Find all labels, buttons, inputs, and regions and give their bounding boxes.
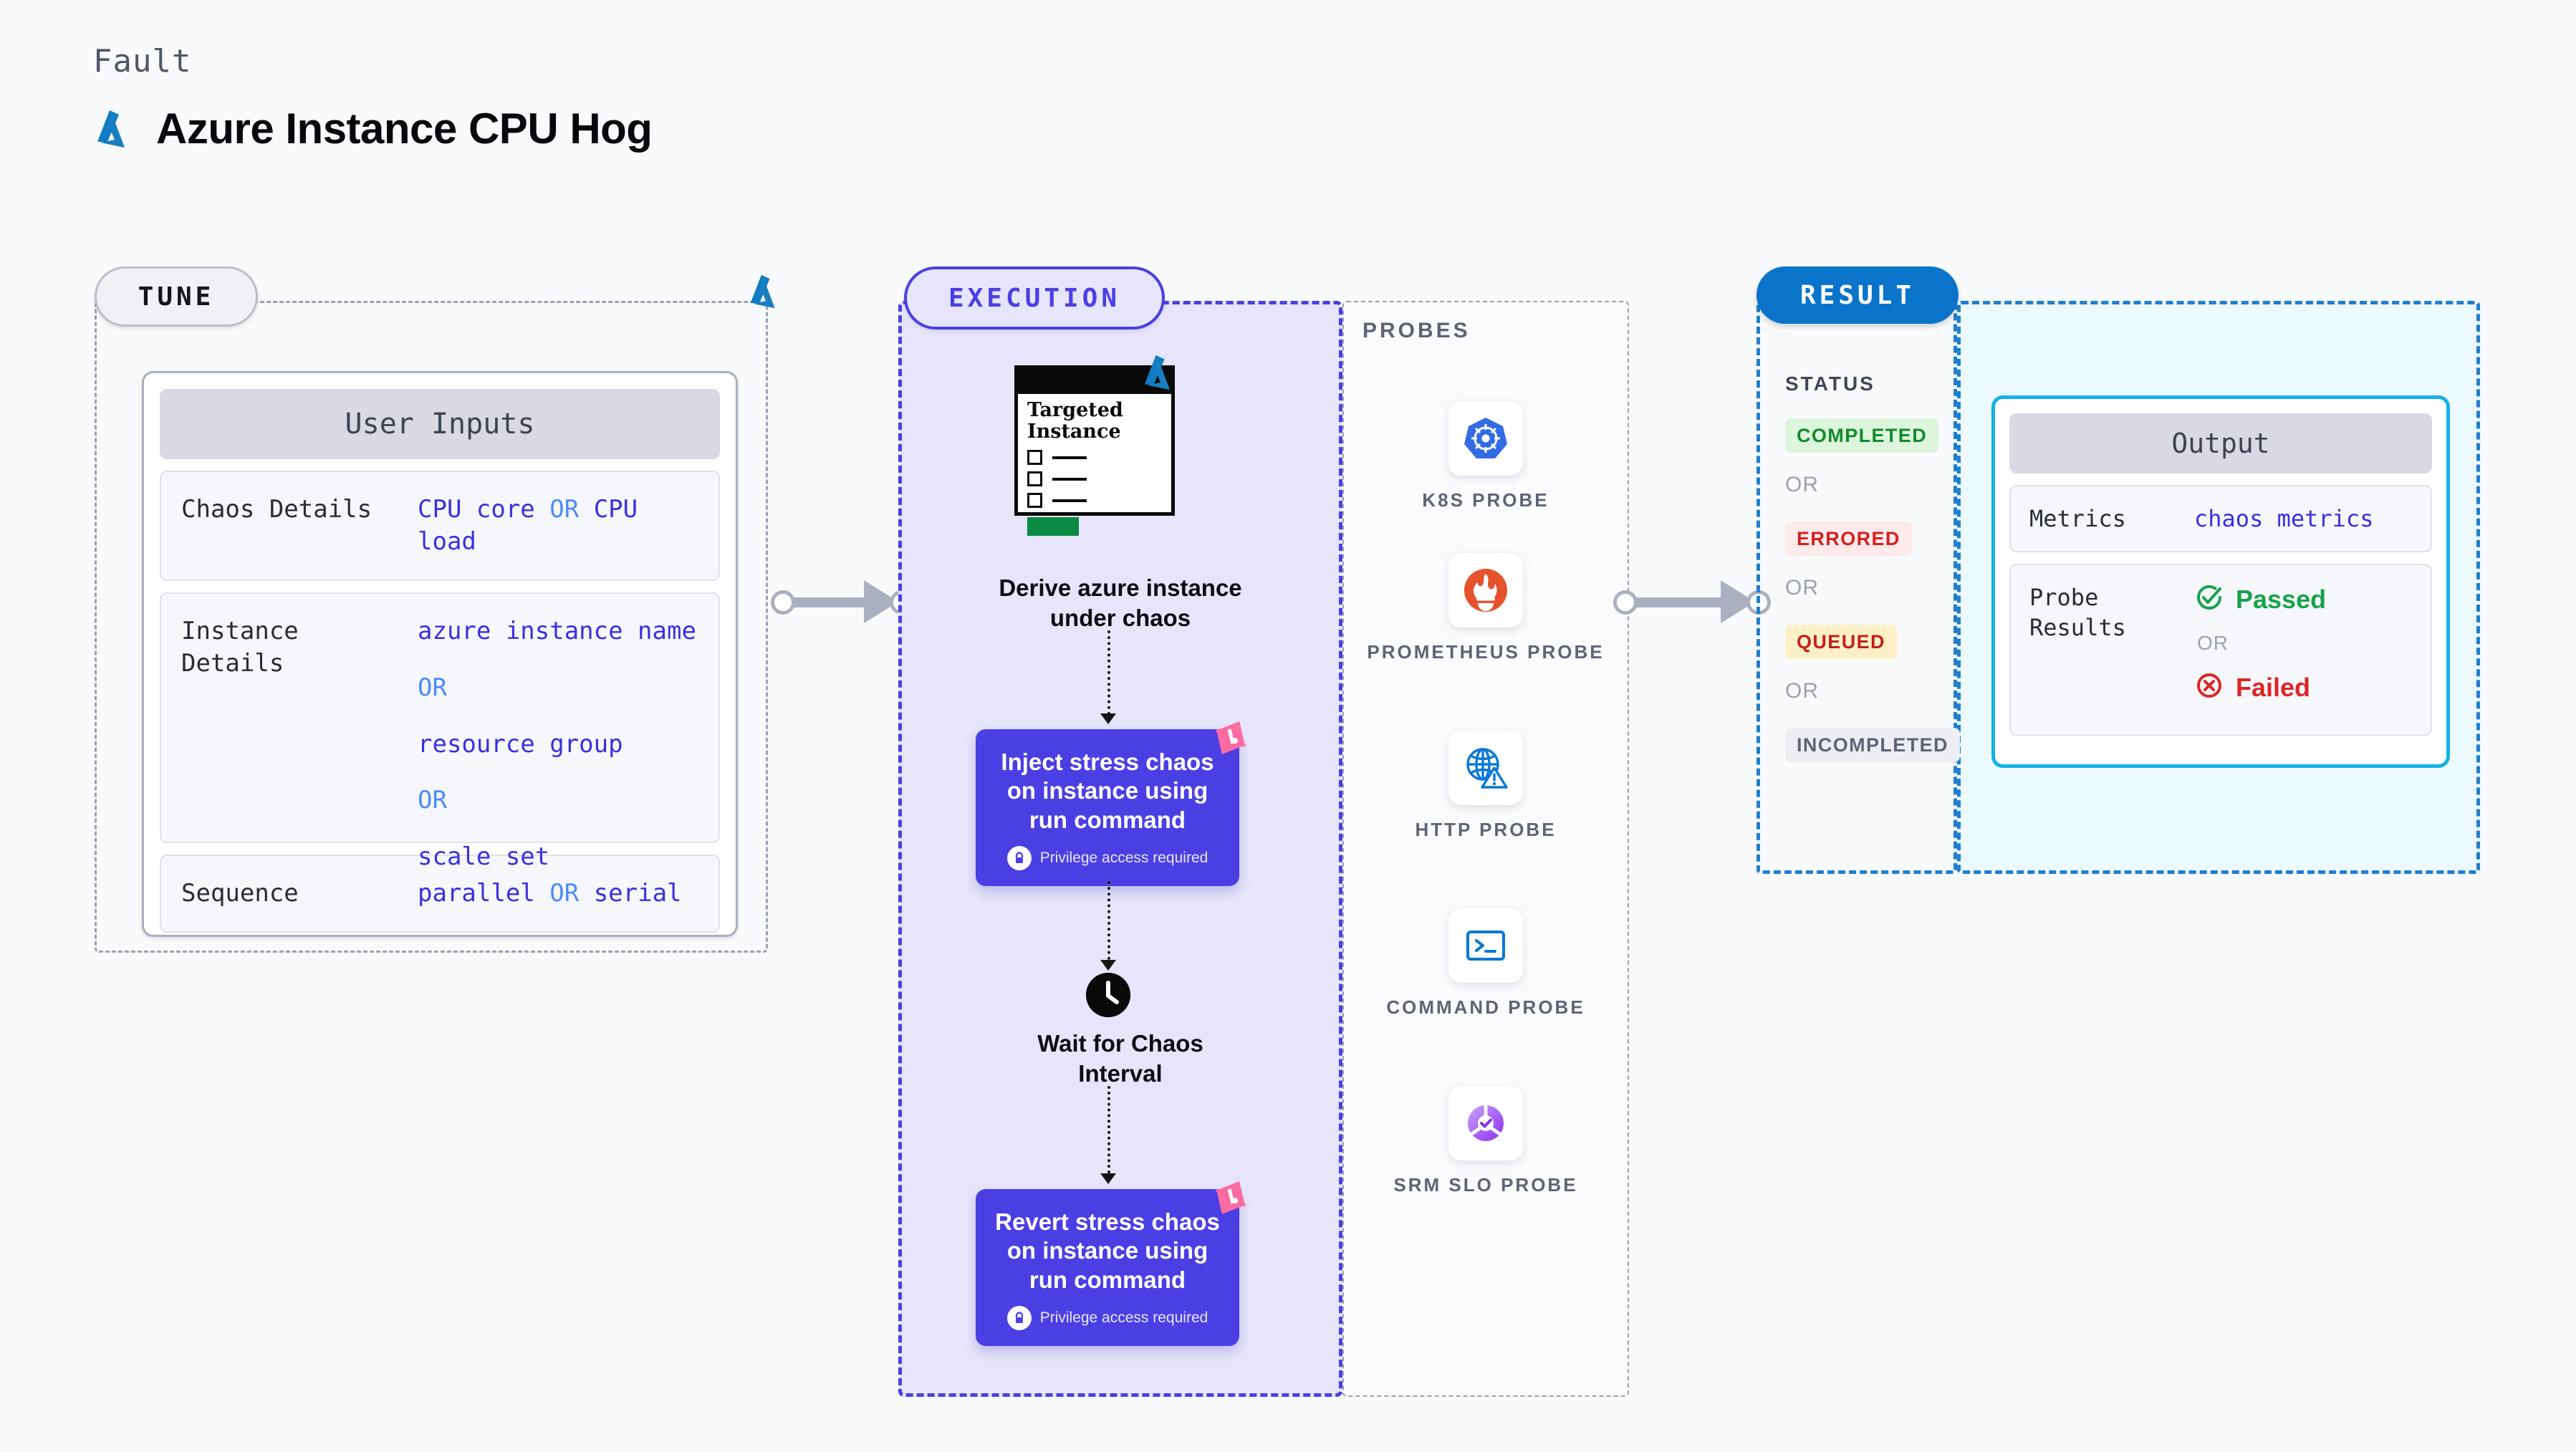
lock-icon [1006, 1305, 1032, 1330]
privilege-text: Privilege access required [1039, 849, 1208, 866]
probe-result-or: OR [2197, 632, 2229, 655]
probes-panel [1342, 301, 1629, 1397]
probe-result-passed: Passed [2194, 582, 2326, 616]
inject-step-card[interactable]: Inject stress chaos on instance using ru… [976, 721, 1247, 886]
value-cpu-load: CPU load [418, 495, 638, 556]
value-azure-instance-name: azure instance name [418, 616, 696, 645]
page-header: Fault Azure Instance CPU Hog [93, 43, 653, 153]
probe-item-prometheus[interactable]: PROMETHEUS PROBE [1342, 553, 1629, 665]
tune-row-sequence: Sequence parallel OR serial [160, 854, 720, 933]
probe-results-values: Passed OR Failed [2194, 582, 2326, 704]
tune-panel [95, 301, 768, 953]
tune-row-value: azure instance name OR resource group OR… [418, 615, 696, 873]
execution-pill[interactable]: EXECUTION [904, 266, 1165, 330]
checkbox-icon [1027, 471, 1042, 486]
value-serial: serial [593, 878, 682, 908]
chaos-mark-icon [1203, 711, 1258, 765]
tune-row-value: CPU core OR CPU load [418, 494, 698, 558]
probe-label: COMMAND PROBE [1386, 996, 1585, 1018]
fault-kicker: Fault [93, 43, 192, 80]
status-label: STATUS [1785, 372, 1875, 395]
clock-icon [1086, 973, 1130, 1017]
lock-icon [1006, 845, 1032, 870]
output-title: Output [2009, 413, 2432, 473]
value-scale-set: scale set [418, 842, 550, 872]
kubernetes-icon [1448, 401, 1523, 476]
passed-label: Passed [2236, 584, 2327, 614]
terminal-icon [1448, 908, 1523, 983]
status-or: OR [1785, 679, 1819, 703]
probe-item-srm-slo[interactable]: SRM SLO PROBE [1342, 1086, 1629, 1198]
azure-logo-icon-target [1140, 354, 1182, 395]
output-row-metrics: Metrics chaos metrics [2009, 485, 2432, 553]
status-or: OR [1785, 473, 1819, 496]
targeted-instance-card: Targeted Instance [1014, 355, 1175, 536]
value-cpu-core: CPU core [418, 495, 535, 524]
metrics-value: chaos metrics [2194, 505, 2374, 532]
checkbox-row [1027, 471, 1087, 486]
azure-logo-icon-tune [746, 274, 787, 309]
output-card: Output Metrics chaos metrics Probe Resul… [1991, 395, 2450, 768]
value-parallel: parallel [418, 878, 535, 908]
checkbox-row [1027, 450, 1087, 465]
tune-row-instance-details: Instance Details azure instance name OR … [160, 592, 720, 871]
tune-row-key: Instance Details [181, 616, 299, 678]
probe-label: K8S PROBE [1422, 489, 1549, 511]
inject-step-title: Inject stress chaos on instance using ru… [1001, 749, 1214, 833]
http-globe-warning-icon [1448, 731, 1523, 805]
privilege-note: Privilege access required [989, 845, 1226, 870]
tune-row-value: parallel OR serial [418, 878, 682, 910]
tune-row-chaos-details: Chaos Details CPU core OR CPU load [160, 471, 720, 581]
revert-step-title: Revert stress chaos on instance using ru… [995, 1208, 1220, 1293]
status-badge-completed: COMPLETED [1785, 418, 1939, 453]
probe-item-k8s[interactable]: K8S PROBE [1342, 401, 1629, 513]
prometheus-icon [1448, 553, 1523, 628]
value-or: OR [418, 673, 447, 702]
srm-slo-icon [1448, 1086, 1523, 1160]
x-circle-icon [2194, 670, 2224, 704]
probe-label: HTTP PROBE [1415, 819, 1557, 840]
azure-logo-icon [93, 109, 138, 149]
probes-label: PROBES [1363, 319, 1471, 342]
value-or: OR [418, 786, 447, 815]
checkbox-icon [1027, 450, 1042, 465]
probe-item-command[interactable]: COMMAND PROBE [1342, 908, 1629, 1020]
checkbox-row [1027, 493, 1087, 508]
value-or: OR [549, 495, 580, 524]
privilege-note: Privilege access required [989, 1305, 1226, 1330]
value-resource-group: resource group [418, 729, 623, 759]
metrics-key: Metrics [2029, 505, 2126, 532]
privilege-text: Privilege access required [1039, 1309, 1208, 1326]
status-or: OR [1785, 576, 1819, 600]
output-row-probe-results: Probe Results Passed OR [2009, 564, 2432, 736]
status-badge-errored: ERRORED [1785, 521, 1912, 556]
status-badge-incompleted: INCOMPLETED [1785, 728, 1960, 762]
failed-label: Failed [2236, 672, 2311, 702]
check-circle-icon [2194, 582, 2224, 616]
result-pill[interactable]: RESULT [1756, 266, 1959, 324]
probe-results-key: Probe Results [2029, 584, 2126, 642]
targeted-instance-title: Targeted Instance [1027, 399, 1123, 443]
probe-item-http[interactable]: HTTP PROBE [1342, 731, 1629, 842]
title-row: Azure Instance CPU Hog [93, 104, 653, 153]
probe-result-failed: Failed [2194, 670, 2326, 704]
derive-caption: Derive azure instance under chaos [999, 574, 1242, 631]
status-badge-queued: QUEUED [1785, 625, 1897, 659]
green-status-bar [1027, 517, 1079, 536]
tune-row-key: Sequence [181, 878, 299, 908]
page-title: Azure Instance CPU Hog [156, 105, 653, 153]
probe-label: PROMETHEUS PROBE [1367, 641, 1605, 663]
wait-caption: Wait for Chaos Interval [1037, 1030, 1203, 1087]
revert-step-card[interactable]: Revert stress chaos on instance using ru… [976, 1181, 1247, 1346]
tune-pill[interactable]: TUNE [95, 266, 258, 327]
checkbox-icon [1027, 493, 1042, 508]
user-inputs-title: User Inputs [160, 389, 720, 459]
tune-row-key: Chaos Details [181, 495, 373, 524]
connector-execution-to-result [1613, 580, 1771, 623]
chaos-mark-icon [1203, 1170, 1258, 1225]
user-inputs-card: User Inputs Chaos Details CPU core OR CP… [142, 371, 738, 937]
value-or: OR [549, 878, 580, 908]
probe-label: SRM SLO PROBE [1393, 1174, 1578, 1196]
connector-tune-to-execution [771, 580, 914, 623]
